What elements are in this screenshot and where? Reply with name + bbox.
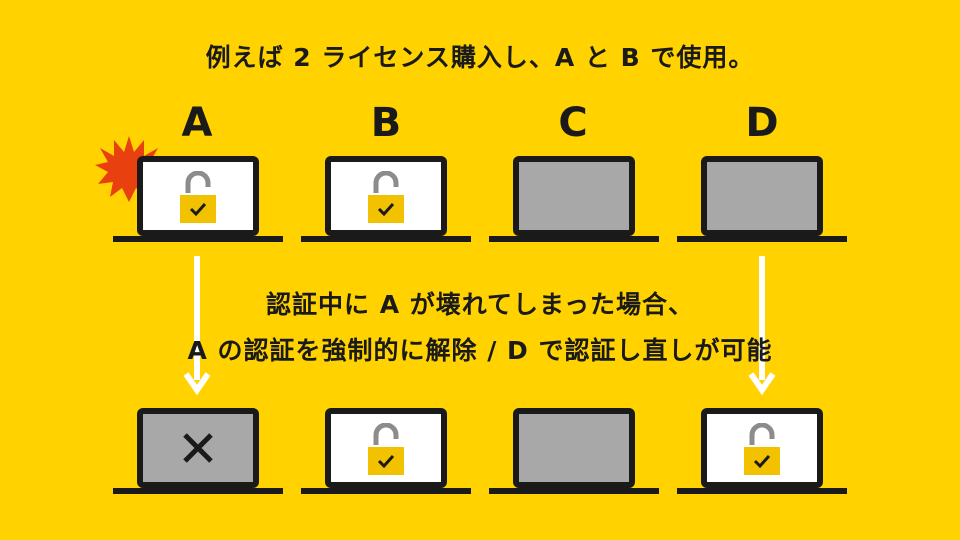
laptop-screen (137, 156, 259, 236)
laptop-display-inactive (519, 414, 629, 482)
laptop-base (301, 488, 471, 494)
laptop-base (113, 236, 283, 242)
laptop-display-inactive (707, 162, 817, 230)
column-label-d: D (745, 100, 779, 146)
arrow-down-icon (748, 256, 776, 396)
laptop-display-active (707, 414, 817, 482)
headline: 例えば 2 ライセンス購入し、A と B で使用。 (205, 43, 755, 72)
laptop-display-active (331, 414, 441, 482)
laptop-base (113, 488, 283, 494)
unlocked-padlock-check-icon (368, 171, 404, 223)
unlocked-padlock-check-icon (744, 423, 780, 475)
laptop-base (677, 488, 847, 494)
laptop-screen (137, 408, 259, 488)
laptop-screen (701, 156, 823, 236)
laptop-base (677, 236, 847, 242)
laptop-screen (325, 156, 447, 236)
caption-line-1: 認証中に A が壊れてしまった場合、 (265, 290, 694, 319)
column-label-b: B (370, 100, 402, 146)
x-mark-icon (183, 433, 213, 463)
laptop-screen (513, 408, 635, 488)
burst-icon (95, 136, 163, 202)
unlocked-padlock-check-icon (180, 171, 216, 223)
unlocked-padlock-check-icon (368, 423, 404, 475)
laptop-display-active (143, 162, 253, 230)
caption-line-2: A の認証を強制的に解除 / D で認証し直しが可能 (187, 336, 773, 365)
laptop-display-active (331, 162, 441, 230)
laptop-base (489, 488, 659, 494)
column-label-c: C (558, 100, 588, 146)
laptop-base (301, 236, 471, 242)
laptop-base (489, 236, 659, 242)
laptop-screen (325, 408, 447, 488)
laptop-display-inactive (519, 162, 629, 230)
laptop-screen (701, 408, 823, 488)
column-label-a: A (181, 100, 213, 146)
laptop-screen (513, 156, 635, 236)
arrow-down-icon (183, 256, 211, 396)
laptop-display-broken (143, 414, 253, 482)
